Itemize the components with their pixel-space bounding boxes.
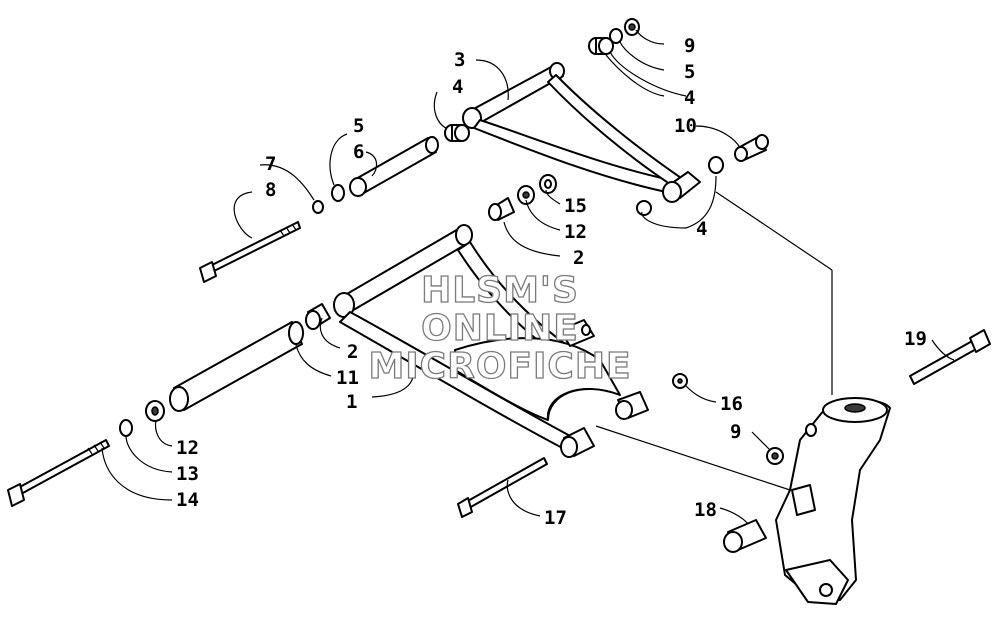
callout-4: 4: [452, 76, 463, 98]
callout-2: 2: [573, 247, 584, 269]
assembly-lines: [595, 191, 833, 491]
callout-3: 3: [454, 49, 465, 71]
spindle: [775, 397, 891, 605]
leader-lines: [101, 29, 955, 525]
upper-a-arm: [462, 62, 701, 203]
callout-19: 19: [904, 328, 927, 350]
lower-pivot-tube: [119, 321, 304, 437]
watermark-line-1: HLSM'S: [421, 270, 579, 311]
callout-1: 1: [346, 391, 357, 413]
upper-bushings: [444, 18, 724, 216]
callout-9: 9: [684, 35, 695, 57]
callout-5: 5: [353, 115, 364, 137]
shock-bolt: [457, 457, 548, 518]
lower-bolt: [7, 439, 110, 507]
callout-18: 18: [694, 499, 717, 521]
lower-bushings: [305, 174, 557, 330]
callout-6: 6: [353, 141, 364, 163]
callout-12: 12: [564, 221, 587, 243]
callout-4: 4: [696, 218, 707, 240]
upper-bolt: [199, 221, 301, 283]
nut-9-lower: [766, 447, 784, 465]
nut-16: [672, 373, 688, 389]
callout-4: 4: [684, 87, 695, 109]
callout-11: 11: [336, 367, 359, 389]
callout-8: 8: [265, 179, 276, 201]
watermark-line-2: ONLINE: [421, 308, 579, 349]
spindle-bolt: [909, 329, 991, 385]
callout-5: 5: [684, 61, 695, 83]
callout-7: 7: [265, 153, 276, 175]
pin-18: [723, 519, 767, 553]
watermark-line-3: MICROFICHE: [368, 346, 631, 387]
callout-12: 12: [176, 437, 199, 459]
callout-2: 2: [347, 341, 358, 363]
pivot-shaft-10: [734, 134, 769, 162]
callout-14: 14: [176, 489, 199, 511]
callout-16: 16: [720, 393, 743, 415]
lower-a-arm: [333, 224, 649, 458]
callout-10: 10: [674, 115, 697, 137]
upper-pivot-tube: [312, 136, 439, 214]
callout-15: 15: [564, 195, 587, 217]
callouts: 1 2 2 3 4 4 4 5 5 6 7 8 9 9 10 11 12 12 …: [176, 35, 927, 529]
callout-9: 9: [730, 421, 741, 443]
callout-13: 13: [176, 463, 199, 485]
callout-17: 17: [544, 507, 567, 529]
watermark: HLSM'S ONLINE MICROFICHE: [368, 269, 631, 387]
